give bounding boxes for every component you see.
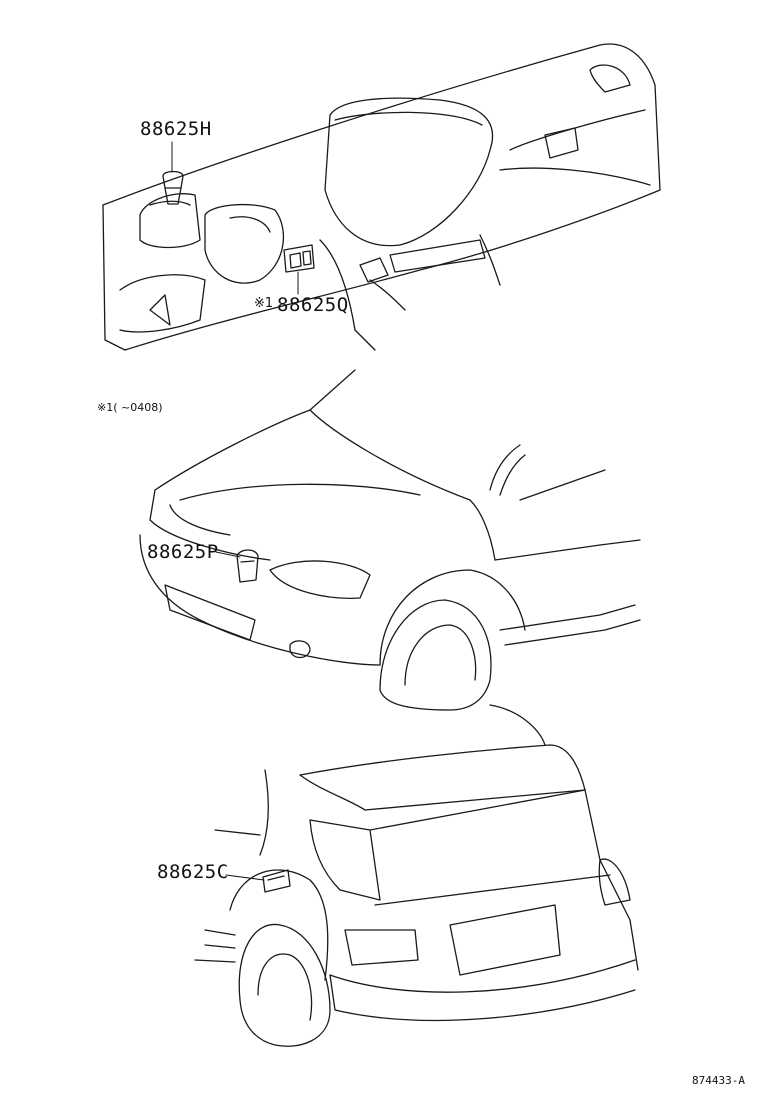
part-label-88625q: 88625Q — [277, 294, 349, 316]
part-label-88625c: 88625C — [157, 861, 229, 883]
footnote: ※1( ~0408) — [97, 401, 163, 414]
marker-note: ※1 — [254, 296, 274, 311]
part-label-88625p: 88625P — [147, 541, 219, 563]
part-label-88625h: 88625H — [140, 118, 212, 140]
diagram-code: 874433-A — [692, 1074, 745, 1087]
